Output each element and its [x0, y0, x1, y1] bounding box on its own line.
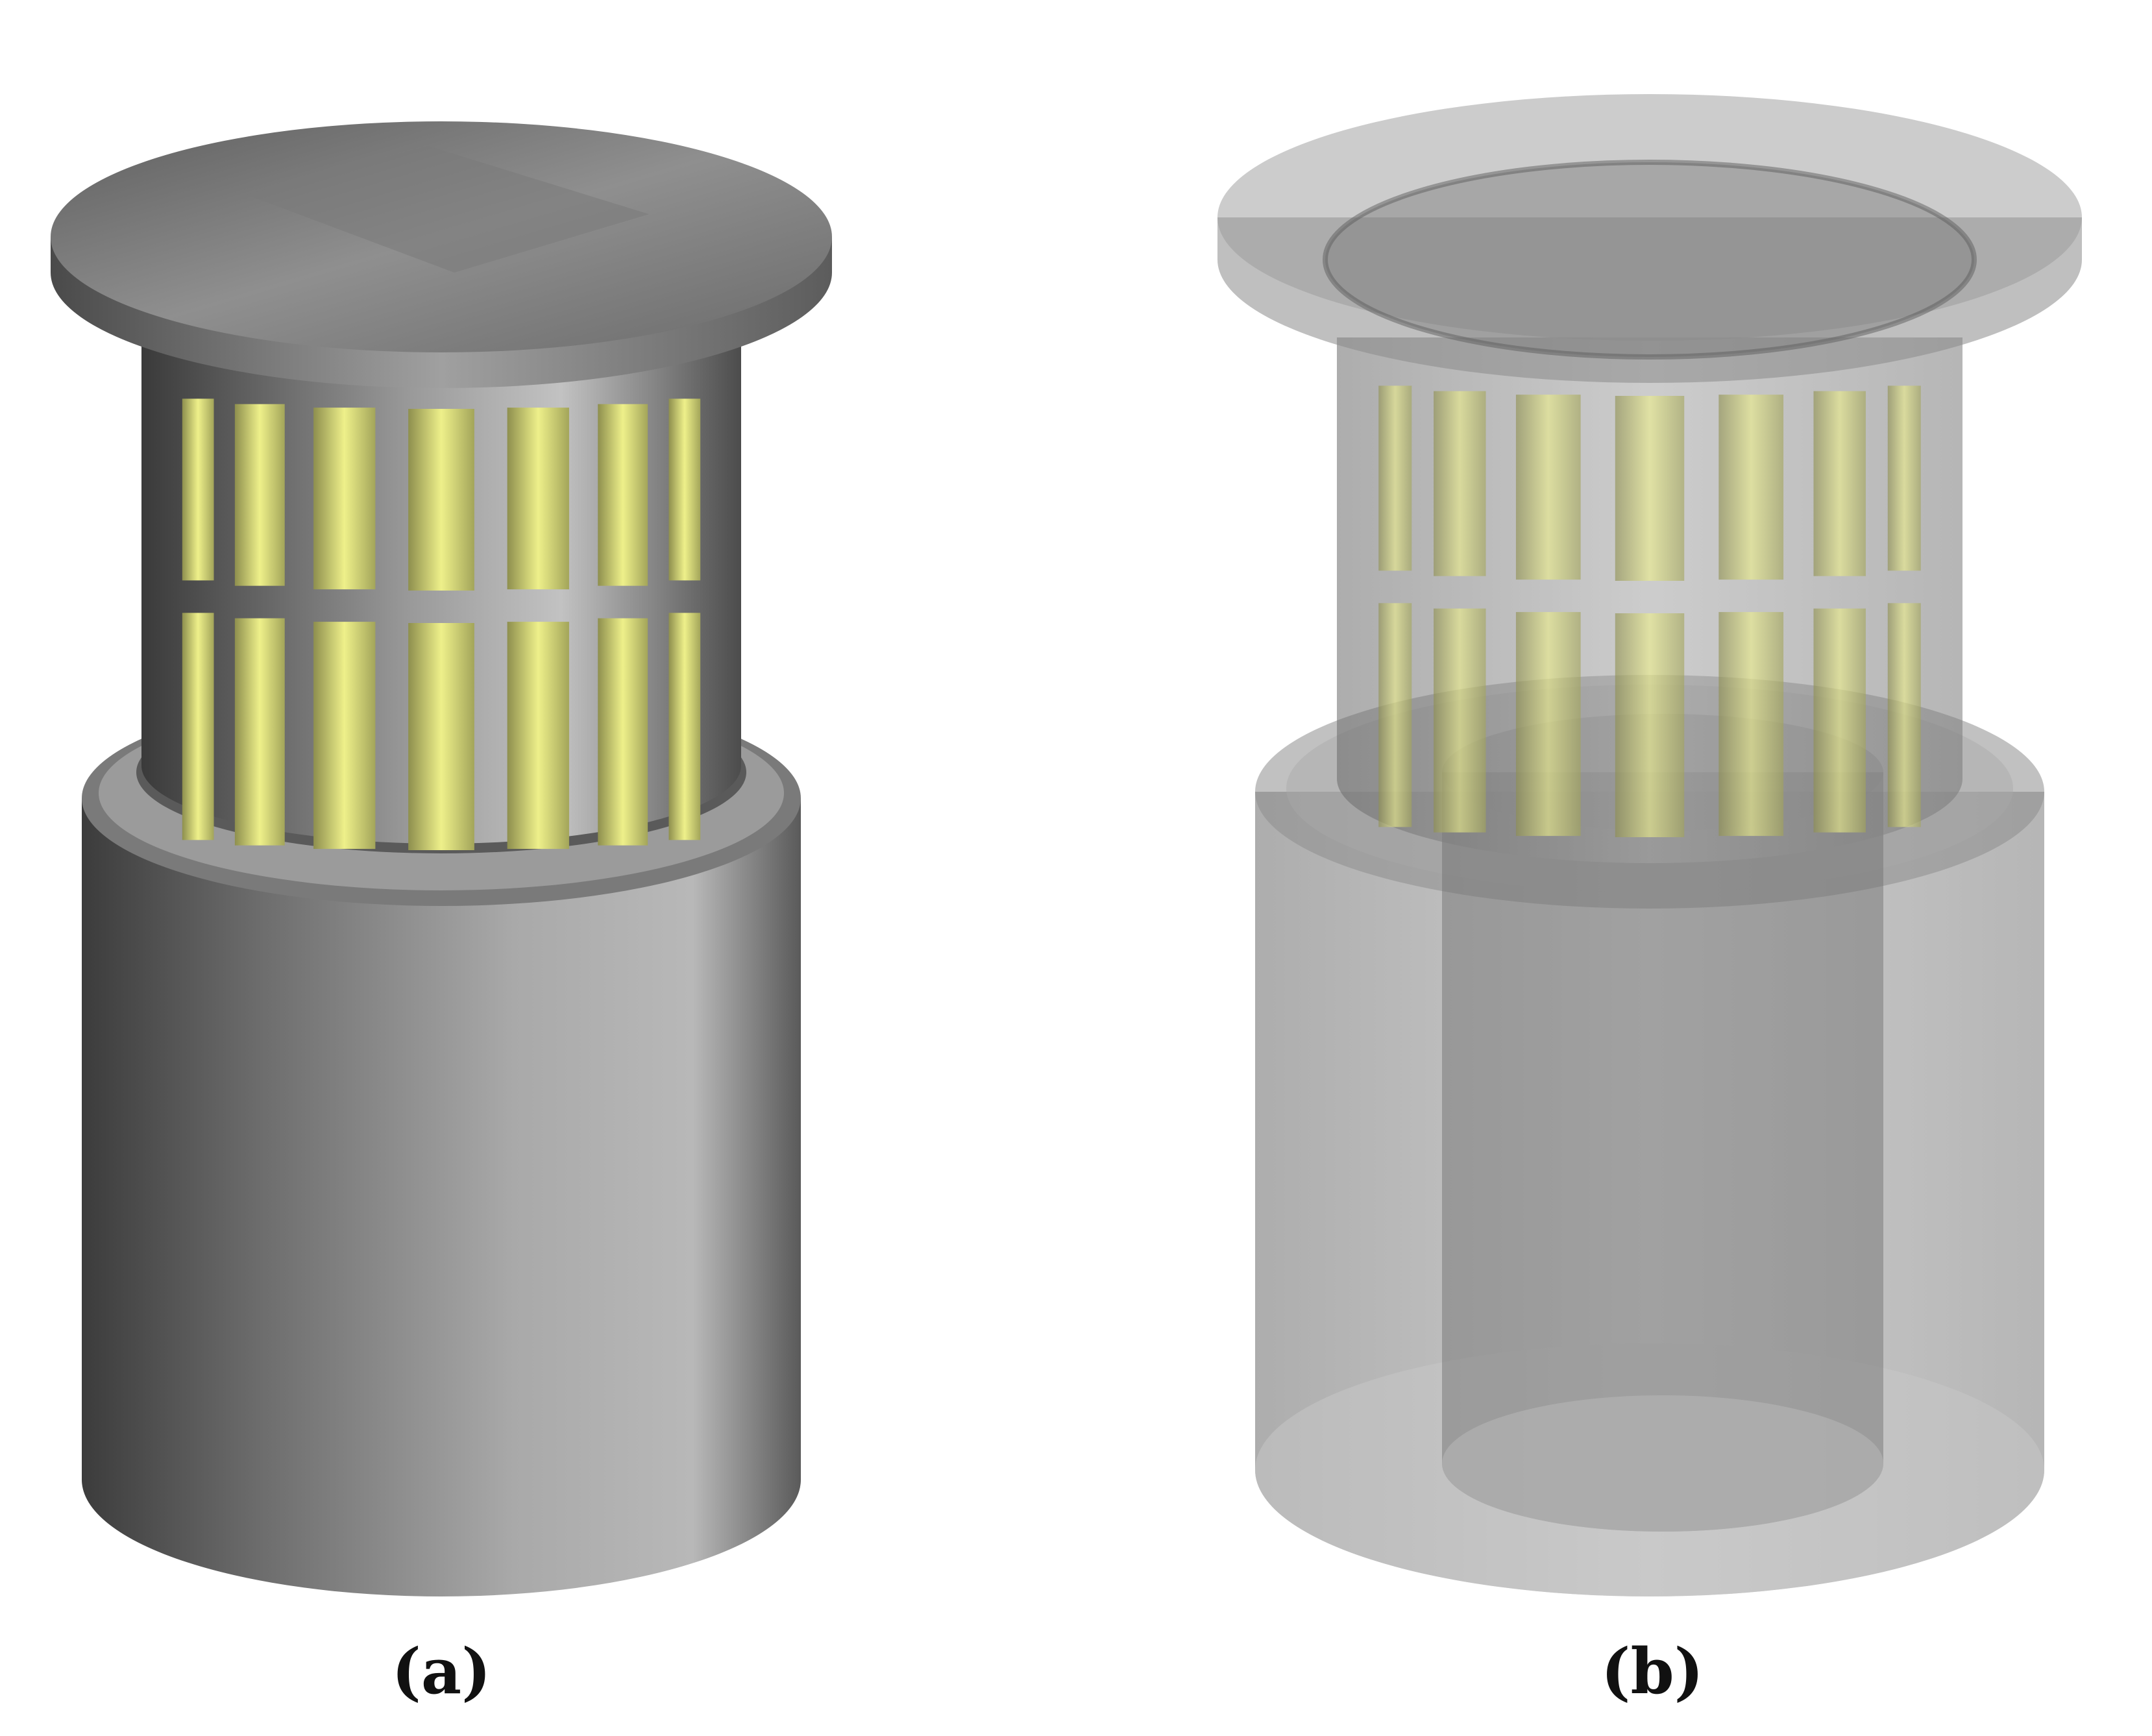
panel-a-electrode — [313, 622, 376, 850]
panel-a-opaque-model — [51, 121, 832, 1596]
panel-a-electrode — [182, 398, 214, 581]
panel-a-electrode — [182, 613, 214, 840]
panel-a-electrode — [598, 404, 648, 586]
panel-b-inner-cylinder — [1442, 772, 1883, 1532]
panel-a-electrode — [507, 408, 569, 590]
panel-b-inner-cylinder-bottom — [1442, 1395, 1883, 1532]
panel-b-electrode — [1378, 603, 1412, 827]
panel-a-electrode — [668, 398, 701, 581]
panel-a-electrode — [234, 404, 285, 586]
panel-b-electrode — [1887, 603, 1921, 827]
panel-a-lower-body — [82, 798, 801, 1596]
panel-b-electrode — [1718, 612, 1784, 837]
panel-b-electrode-array — [1378, 385, 1921, 837]
panel-a-cap-facet — [247, 146, 649, 273]
panel-a-electrode — [408, 409, 474, 591]
panel-b-electrode — [1615, 396, 1685, 581]
panel-b-transparent-model — [1217, 94, 2082, 1596]
panel-b-cap-inner-disc — [1325, 162, 1974, 357]
panel-a-electrode — [234, 618, 285, 846]
panel-b-cap-top — [1217, 94, 2082, 341]
panel-a-electrode — [598, 618, 648, 846]
panel-a-electrode — [313, 408, 376, 590]
panel-a-electrode — [668, 613, 701, 840]
panel-a-electrode — [408, 623, 474, 850]
panel-b-electrode — [1718, 395, 1784, 580]
panel-b-electrode — [1813, 608, 1866, 833]
panel-b-electrode — [1615, 613, 1685, 837]
panel-b-electrode — [1813, 391, 1866, 576]
panel-b-electrode — [1378, 385, 1412, 571]
panel-b-electrode — [1434, 608, 1486, 833]
panel-b-electrode — [1515, 395, 1581, 580]
panel-b-cap-inner-edge — [1323, 160, 1977, 360]
caption-a: (a) — [391, 1635, 491, 1708]
caption-b: (b) — [1601, 1635, 1704, 1708]
panel-b-electrode — [1515, 612, 1581, 837]
panel-a-electrode-array — [182, 398, 701, 850]
panel-b-electrode — [1434, 391, 1486, 576]
panel-a-electrode — [507, 622, 569, 850]
panel-b-neck — [1337, 337, 1962, 863]
panel-b-electrode — [1887, 385, 1921, 571]
